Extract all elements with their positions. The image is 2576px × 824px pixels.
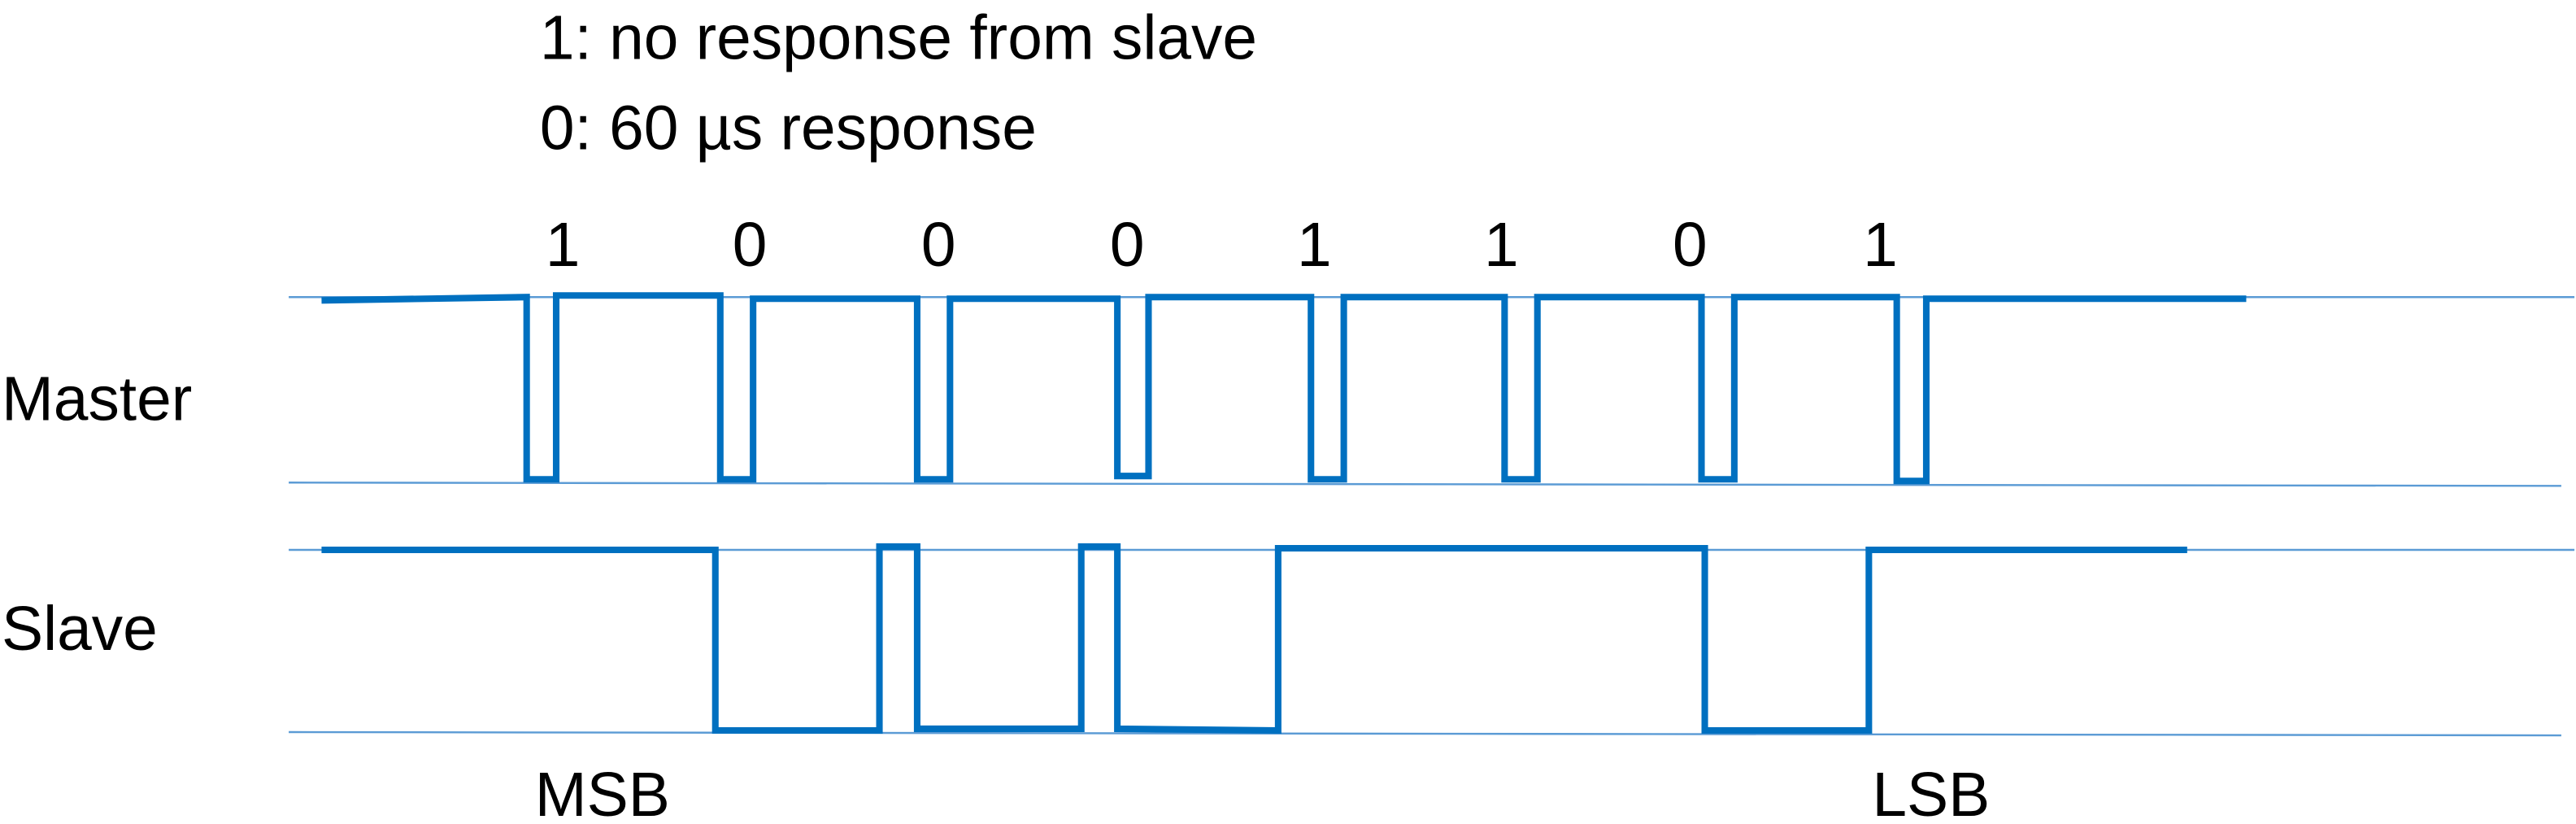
lsb-label: LSB [1872, 761, 1990, 824]
slave-low-reference-line [289, 730, 2561, 737]
master-label: Master [2, 365, 192, 434]
bit-label: 1 [1484, 211, 1519, 280]
msb-label: MSB [535, 761, 670, 824]
bit-label: 1 [1863, 211, 1898, 280]
bit-label: 0 [1673, 211, 1708, 280]
bit-label: 1 [546, 211, 581, 280]
legend-line-1: 1: no response from slave [540, 4, 1257, 73]
legend-line-2: 0: 60 µs response [540, 94, 1037, 163]
bit-label: 1 [1297, 211, 1332, 280]
master-low-reference-line [289, 482, 2561, 487]
bit-label: 0 [1110, 211, 1145, 280]
bit-labels: 1 0 0 0 1 1 0 1 [546, 211, 1898, 280]
bit-label: 0 [733, 211, 768, 280]
master-signal [321, 292, 2247, 485]
slave-signal [321, 543, 2187, 735]
slave-label: Slave [2, 595, 158, 664]
bit-label: 0 [921, 211, 956, 280]
